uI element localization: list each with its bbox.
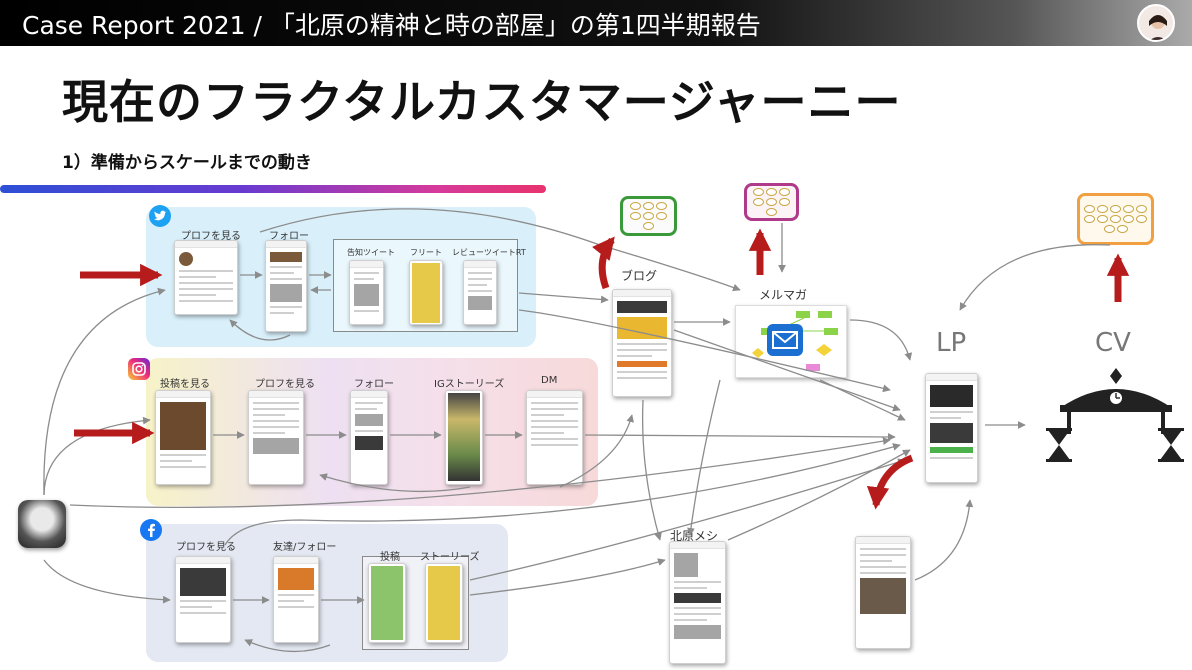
red-curved-arrow (592, 236, 615, 290)
presenter-avatar (1137, 4, 1175, 42)
instagram-dm-screenshot (526, 390, 583, 485)
gradient-rule (0, 185, 546, 193)
connector (43, 287, 166, 496)
facebook-content-label: 投稿 (380, 552, 400, 563)
lp-label: LP (936, 328, 967, 358)
cv-label: CV (1095, 328, 1131, 358)
tweet-screenshot (349, 260, 384, 325)
page-title: 現在のフラクタルカスタマージャーニー (62, 75, 902, 129)
connector (914, 499, 974, 581)
instagram-step-label: フォロー (354, 379, 394, 390)
twitter-follow-screenshot (265, 240, 307, 332)
header-bar: Case Report 2021 / 「北原の精神と時の部屋」の第1四半期報告 (0, 0, 1192, 46)
twitter-step-label: プロフを見る (181, 231, 241, 242)
kitahara-meshi-label: 北原メシ (670, 529, 719, 543)
connector (229, 319, 291, 341)
connector (727, 449, 911, 541)
connector (224, 443, 901, 546)
lp-screenshot (925, 373, 978, 483)
connector (559, 414, 634, 488)
connector (259, 208, 741, 292)
instagram-story-screenshot (445, 390, 483, 485)
facebook-step-label: プロフを見る (176, 542, 236, 553)
instagram-profile-screenshot (248, 390, 304, 485)
envelope-icon (767, 324, 803, 356)
instagram-step-label: プロフを見る (255, 379, 315, 390)
connector (959, 244, 1111, 311)
facebook-post-screenshot (368, 563, 406, 643)
connector (687, 379, 721, 536)
connector (244, 639, 331, 653)
red-curved-arrow (866, 454, 914, 510)
facebook-content-label: ストーリーズ (420, 552, 480, 563)
connector (518, 309, 891, 393)
facebook-friend-screenshot (273, 556, 319, 643)
connector (469, 558, 666, 596)
instagram-step-label: 投稿を見る (160, 379, 210, 390)
audience-crowd-icon (620, 196, 677, 236)
connector (819, 379, 906, 421)
twitter-profile-screenshot (174, 240, 238, 315)
blog-screenshot (612, 289, 672, 397)
connector (584, 433, 896, 441)
kitahara-meshi-screenshot (669, 541, 726, 664)
review-screenshot (855, 536, 911, 649)
instagram-icon (128, 358, 150, 380)
connector (43, 416, 151, 496)
twitter-bird-icon (149, 205, 171, 227)
twitter-content-label: 告知ツイート (347, 248, 395, 257)
cv-building-icon (1046, 368, 1184, 462)
connector (641, 399, 662, 541)
instagram-step-label: DM (541, 375, 558, 386)
blog-label: ブログ (621, 269, 658, 283)
instagram-post-screenshot (155, 390, 211, 485)
twitter-content-label: レビューツイートRT (452, 248, 526, 257)
facebook-story-screenshot (425, 563, 463, 643)
connector (518, 292, 609, 304)
facebook-icon (140, 519, 162, 541)
connector (849, 319, 913, 361)
fleet-screenshot (409, 260, 443, 325)
audience-crowd-icon (1077, 193, 1154, 245)
connector (319, 473, 471, 493)
connector (469, 458, 906, 581)
connector (43, 559, 171, 604)
connector (69, 437, 891, 508)
header-title: Case Report 2021 / 「北原の精神と時の部屋」の第1四半期報告 (22, 11, 761, 40)
connector (673, 329, 901, 412)
instagram-step-label: IGストーリーズ (434, 379, 505, 390)
facebook-profile-screenshot (175, 556, 231, 643)
twitter-content-label: フリート (410, 248, 442, 257)
review-retweet-screenshot (463, 260, 497, 325)
mailmag-label: メルマガ (759, 288, 808, 302)
customer-avatar-icon (18, 500, 66, 548)
twitter-step-label: フォロー (269, 231, 309, 242)
page-subtitle: 1）準備からスケールまでの動き (62, 153, 312, 173)
facebook-step-label: 友達/フォロー (273, 542, 337, 553)
audience-crowd-icon (744, 183, 799, 221)
instagram-follow-screenshot (350, 390, 388, 485)
